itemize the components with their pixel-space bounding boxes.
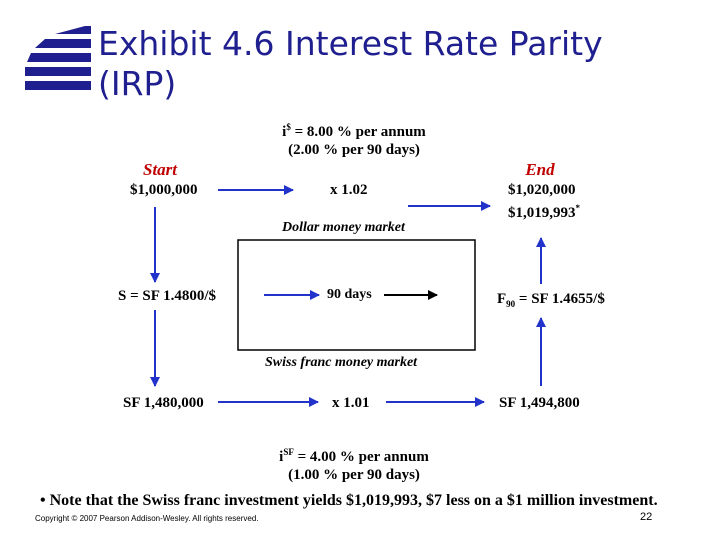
sf-start-amount: SF 1,480,000 <box>123 395 204 411</box>
footnote: • Note that the Swiss franc investment y… <box>40 492 658 509</box>
dollar-interest-rate: i$ = 8.00 % per annum (2.00 % per 90 day… <box>282 122 426 158</box>
days-box <box>237 239 476 351</box>
forward-rate: F90 = SF 1.4655/$ <box>497 291 605 309</box>
title-line-2: (IRP) <box>98 64 177 103</box>
start-amount: $1,000,000 <box>130 182 198 198</box>
slide-title: Exhibit 4.6 Interest Rate Parity (IRP) <box>98 24 698 104</box>
publisher-logo <box>25 26 91 90</box>
days-label: 90 days <box>327 287 372 302</box>
end-amount-1: $1,020,000 <box>508 182 576 198</box>
swiss-interest-rate: iSF = 4.00 % per annum (1.00 % per 90 da… <box>279 447 429 483</box>
dollar-market-label: Dollar money market <box>282 220 405 235</box>
page-number: 22 <box>640 511 653 523</box>
start-label: Start <box>142 160 178 179</box>
end-amount-2: $1,019,993* <box>508 203 580 221</box>
spot-rate: S = SF 1.4800/$ <box>118 288 217 304</box>
dollar-multiplier: x 1.02 <box>330 182 368 198</box>
sf-end-amount: SF 1,494,800 <box>499 395 580 411</box>
swiss-market-label: Swiss franc money market <box>265 355 418 370</box>
copyright: Copyright © 2007 Pearson Addison-Wesley.… <box>35 514 259 523</box>
title-line-1: Exhibit 4.6 Interest Rate Parity <box>98 24 603 63</box>
end-label: End <box>525 160 555 179</box>
sf-multiplier: x 1.01 <box>332 395 370 411</box>
